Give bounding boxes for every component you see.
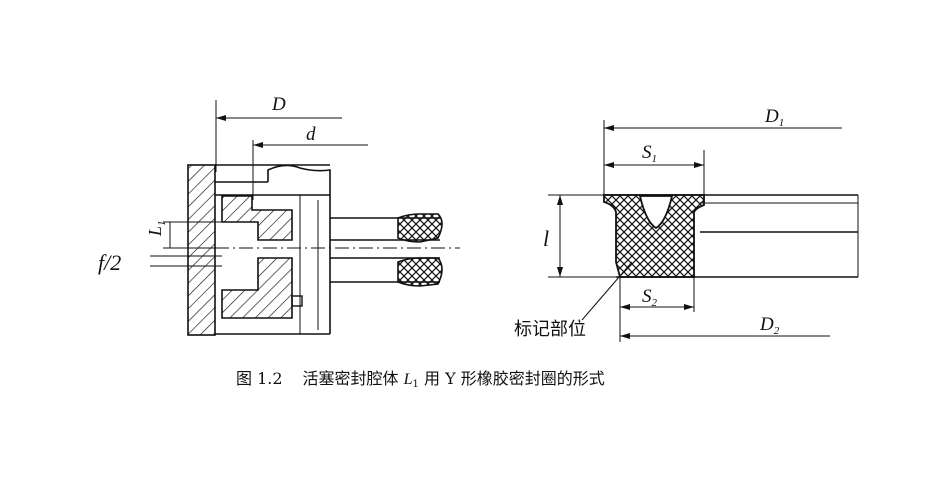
label-f2: f/2 (98, 250, 121, 275)
label-d: d (306, 124, 316, 145)
seal-ring-lower (397, 257, 443, 287)
label-D: D (271, 94, 286, 115)
right-seal-diagram: D1 S1 l (514, 106, 859, 342)
dimension-L1: L1 (145, 220, 222, 249)
label-S1: S1 (642, 142, 657, 165)
label-l: l (543, 226, 549, 251)
dimension-D1: D1 (603, 106, 842, 195)
label-mark-position: 标记部位 (514, 319, 586, 340)
dimension-D2: D2 (619, 312, 830, 342)
y-seal-cross-section (603, 194, 705, 278)
label-D1: D1 (764, 106, 784, 129)
dimension-f2: f/2 (98, 250, 222, 275)
mark-position-callout: 标记部位 (514, 261, 633, 340)
dimension-l: l (543, 194, 616, 278)
dimension-d: d (252, 124, 368, 200)
retainer-upper (221, 195, 293, 241)
cylinder-wall (187, 164, 216, 336)
retainer-lower (221, 257, 293, 319)
piston-body (215, 164, 331, 335)
left-cross-section-diagram: D d L1 (98, 94, 460, 336)
dimension-D: D (215, 94, 342, 172)
label-S2: S2 (642, 286, 658, 309)
retainer-pin (291, 295, 303, 307)
dimension-S1: S1 (604, 142, 705, 195)
label-D2: D2 (759, 314, 780, 337)
seal-ring-upper (397, 213, 443, 243)
dimension-S2: S2 (619, 277, 695, 312)
label-L1: L1 (145, 220, 168, 237)
